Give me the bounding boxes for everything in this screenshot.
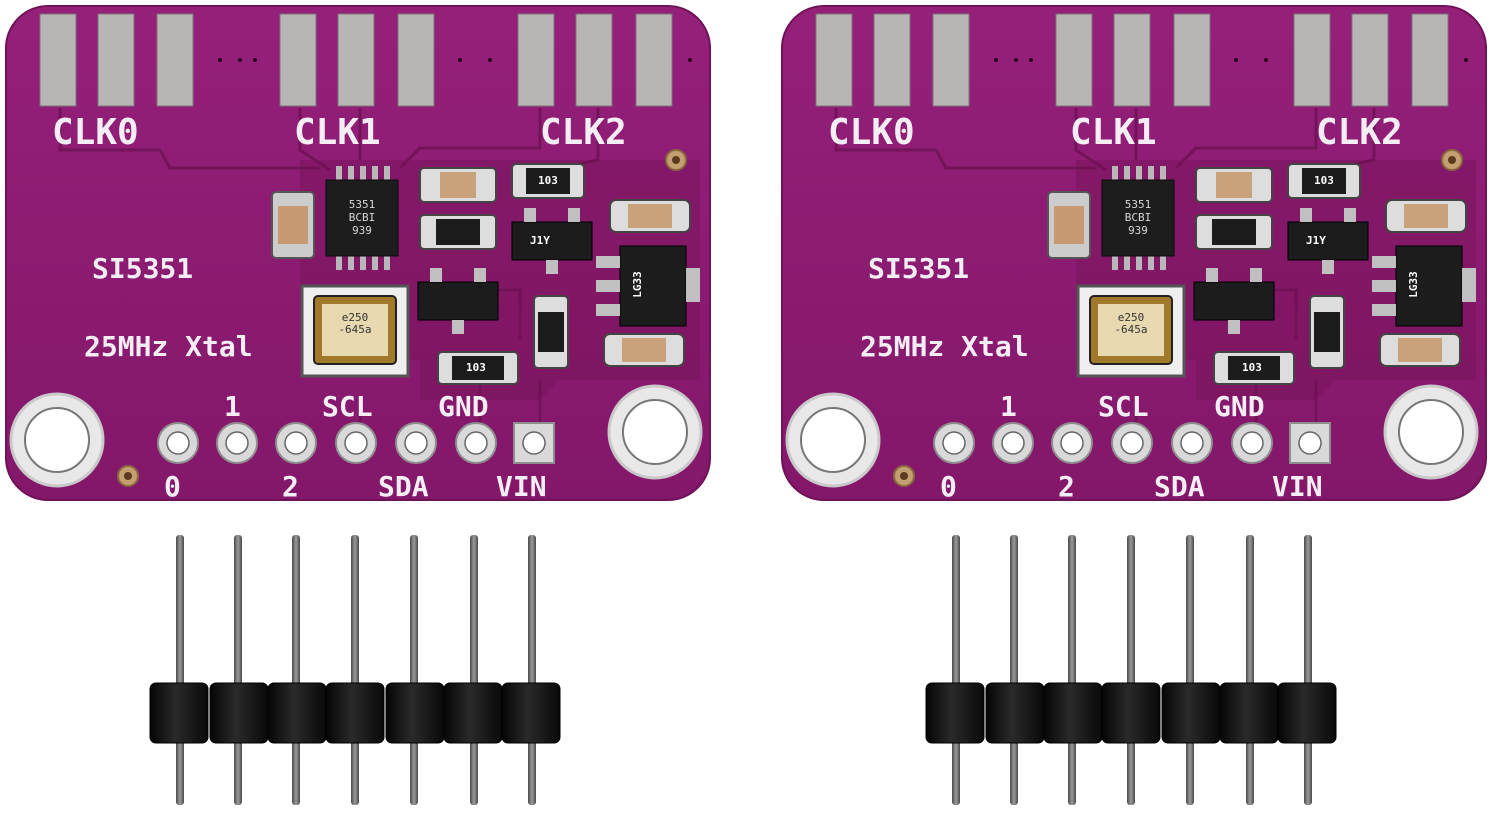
pin-label-vin: VIN — [496, 470, 547, 503]
chip-name-label: SI5351 — [92, 252, 194, 285]
chip-name-label: SI5351 — [868, 252, 970, 285]
regulator-marking: LG33 — [630, 271, 644, 298]
mounting-hole-right — [607, 384, 703, 480]
transistor-marking: J1Y — [1306, 234, 1326, 247]
transistor-marking: J1Y — [530, 234, 550, 247]
resistor-marking-top: 103 — [538, 174, 558, 187]
pin-label-0: 0 — [940, 470, 957, 503]
crystal-25mhz — [300, 284, 410, 378]
resistor-marking: 103 — [466, 361, 486, 374]
breakout-unit-left: CLK0 CLK1 CLK2 SI5351 25MHz Xtal 1 SCL G… — [5, 5, 711, 805]
pin-label-2: 2 — [282, 470, 299, 503]
ic-marking: 5351 BCBI 939 — [348, 198, 376, 237]
pin-label-gnd: GND — [1214, 390, 1265, 423]
clk1-label: CLK1 — [294, 112, 381, 153]
clk2-label: CLK2 — [540, 112, 627, 153]
pin-label-sda: SDA — [1154, 470, 1205, 503]
pin-header-right — [925, 535, 1337, 805]
crystal-marking: e250 -645a — [338, 311, 372, 336]
breakout-unit-right: CLK0 CLK1 CLK2 SI5351 25MHz Xtal 1 SCL G… — [776, 0, 1492, 815]
pin-label-2: 2 — [1058, 470, 1075, 503]
clk2-label: CLK2 — [1316, 112, 1403, 153]
crystal-label: 25MHz Xtal — [860, 330, 1029, 363]
pin-label-0: 0 — [164, 470, 181, 503]
pin-label-scl: SCL — [1098, 390, 1149, 423]
pcb-board-right — [781, 5, 1487, 805]
pin-header-left — [149, 535, 561, 805]
crystal-marking: e250 -645a — [1114, 311, 1148, 336]
pin-label-sda: SDA — [378, 470, 429, 503]
clk0-label: CLK0 — [828, 112, 915, 153]
ldo-regulator — [596, 245, 700, 327]
mounting-hole-left — [9, 392, 105, 488]
pin-label-scl: SCL — [322, 390, 373, 423]
regulator-marking: LG33 — [1406, 271, 1420, 298]
clk1-label: CLK1 — [1070, 112, 1157, 153]
pcb-board-left — [5, 5, 711, 805]
resistor-marking: 103 — [1242, 361, 1262, 374]
pin-label-gnd: GND — [438, 390, 489, 423]
si5351-ic — [325, 166, 399, 270]
pin-label-vin: VIN — [1272, 470, 1323, 503]
pin-label-1: 1 — [224, 390, 241, 423]
clk0-label: CLK0 — [52, 112, 139, 153]
ic-marking: 5351 BCBI 939 — [1124, 198, 1152, 237]
crystal-label: 25MHz Xtal — [84, 330, 253, 363]
pin-label-1: 1 — [1000, 390, 1017, 423]
resistor-marking-top: 103 — [1314, 174, 1334, 187]
